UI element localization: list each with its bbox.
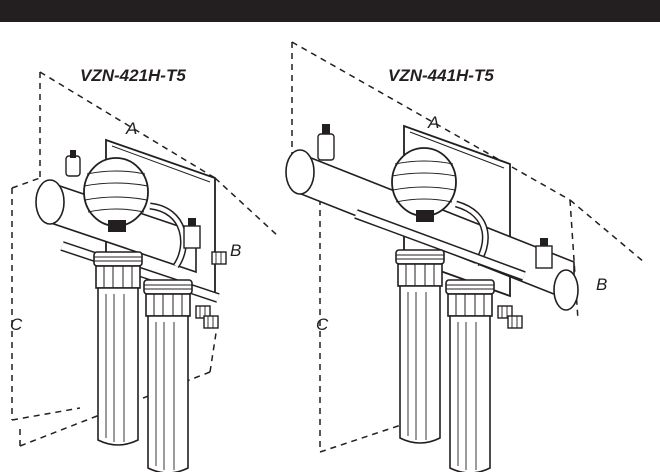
header-bar [0, 0, 660, 22]
dim-c-label-441: C [316, 315, 329, 334]
model-title-441: VZN-441H-T5 [388, 66, 494, 85]
dim-b-label-441: B [596, 275, 607, 294]
dim-a-label-441: A [427, 113, 439, 132]
unit-421-drawing: A B C [10, 71, 279, 472]
dim-a-label-421: A [125, 119, 137, 138]
model-title-421: VZN-421H-T5 [80, 66, 186, 85]
dim-b-label-421: B [230, 241, 241, 260]
dim-c-label-421: C [10, 315, 23, 334]
unit-441-drawing: A B C [285, 41, 645, 472]
